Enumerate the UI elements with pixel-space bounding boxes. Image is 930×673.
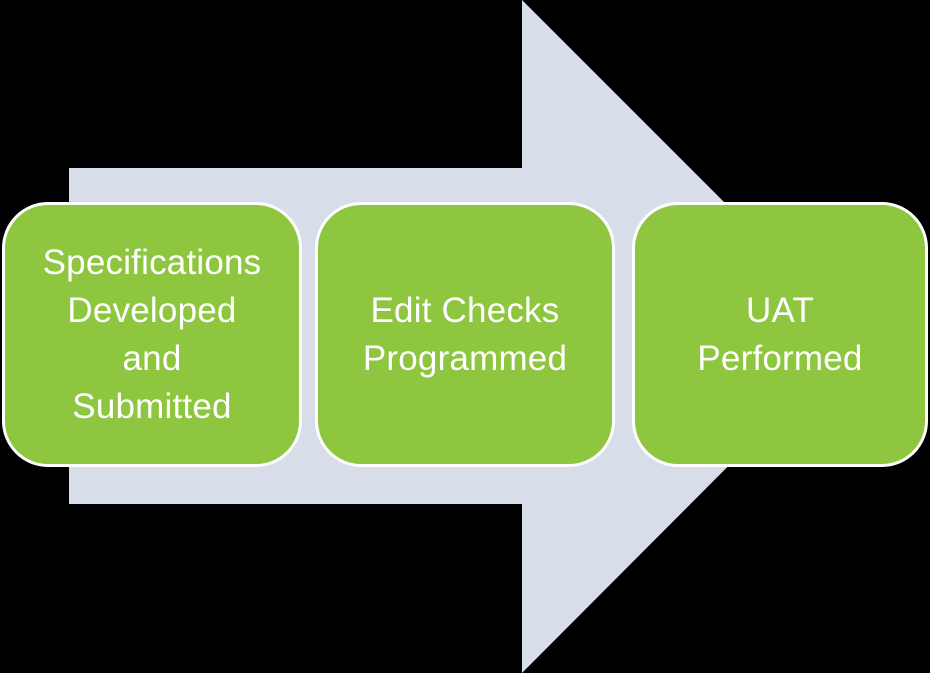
step-box-edit-checks: Edit Checks Programmed [315, 202, 615, 467]
step-label-uat: UAT Performed [697, 290, 863, 378]
step-label-specifications: Specifications Developed and Submitted [42, 242, 262, 426]
step-label-edit-checks: Edit Checks Programmed [362, 290, 568, 378]
step-box-specifications: Specifications Developed and Submitted [2, 202, 302, 467]
step-box-uat: UAT Performed [632, 202, 928, 467]
